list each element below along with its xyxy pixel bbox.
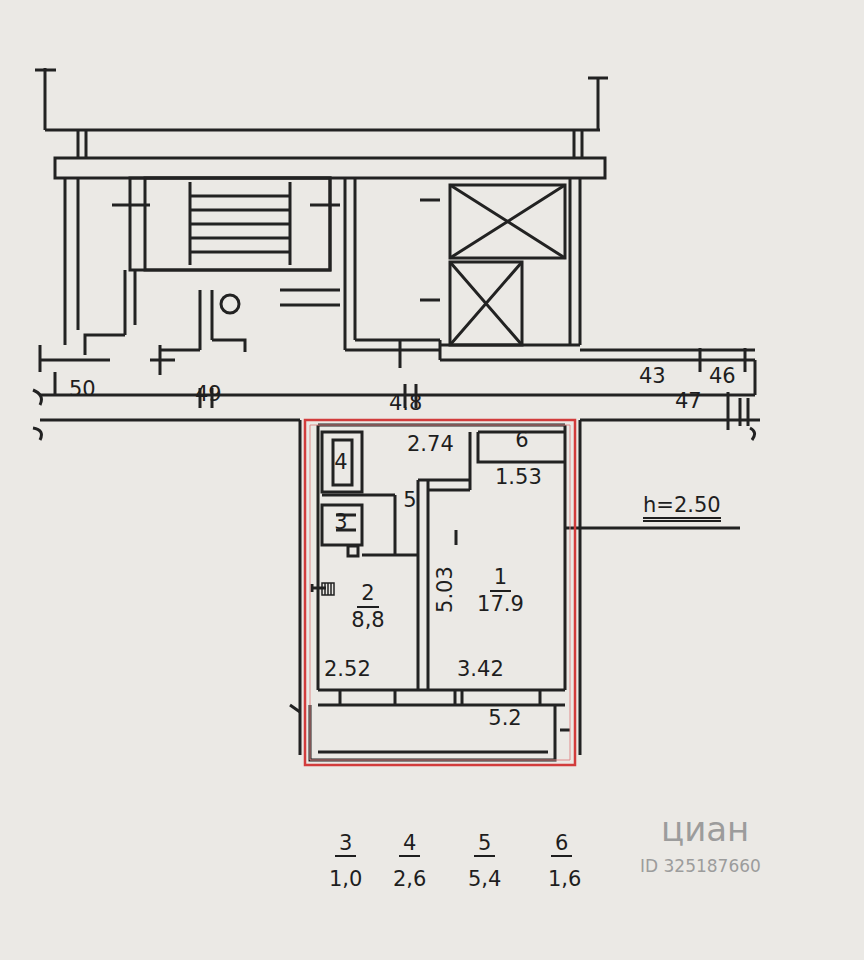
room-label: 3: [334, 510, 347, 534]
room-label: 2: [357, 581, 378, 607]
dimension-label: 4.8: [389, 392, 422, 415]
dimension-label: 43: [639, 365, 666, 388]
room-label: 4: [334, 450, 347, 474]
dimension-label: h=2.50: [643, 494, 721, 522]
room-label: 8,8: [351, 608, 384, 632]
dimension-label: 47: [675, 390, 702, 413]
dimension-label: 5: [474, 832, 495, 857]
dimension-label: 1,0: [329, 868, 362, 891]
dimension-label: 5.03: [434, 566, 457, 613]
room-area: 5: [401, 487, 419, 514]
room-area: 5.2: [486, 705, 524, 732]
room-area: 28,8: [349, 580, 387, 633]
room-label: 5.2: [488, 706, 521, 730]
room-area: 117.9: [475, 564, 526, 617]
room-label: 1: [490, 565, 511, 591]
room-area: 6: [513, 427, 531, 454]
dimension-label: 6: [551, 832, 572, 857]
room-area: 4: [332, 449, 350, 476]
watermark: циан: [661, 811, 749, 848]
dimension-label: 3: [335, 832, 356, 857]
room-label: 6: [515, 428, 528, 452]
dimension-label: 49: [195, 383, 222, 406]
dimension-label: 4: [399, 832, 420, 857]
dimension-label: 1,6: [548, 868, 581, 891]
dimension-label: 1.53: [495, 466, 542, 489]
dimension-label: 2.74: [407, 433, 454, 456]
watermark: ID 325187660: [640, 857, 761, 876]
dimension-label: 46: [709, 365, 736, 388]
dimension-label: 2.52: [324, 658, 371, 681]
dimension-label: 2,6: [393, 868, 426, 891]
dimension-label: 5,4: [468, 868, 501, 891]
room-area: 3: [332, 509, 350, 536]
dimension-label: 3.42: [457, 658, 504, 681]
room-label: 17.9: [477, 592, 524, 616]
dimension-label: 50: [69, 378, 96, 401]
room-label: 5: [403, 488, 416, 512]
